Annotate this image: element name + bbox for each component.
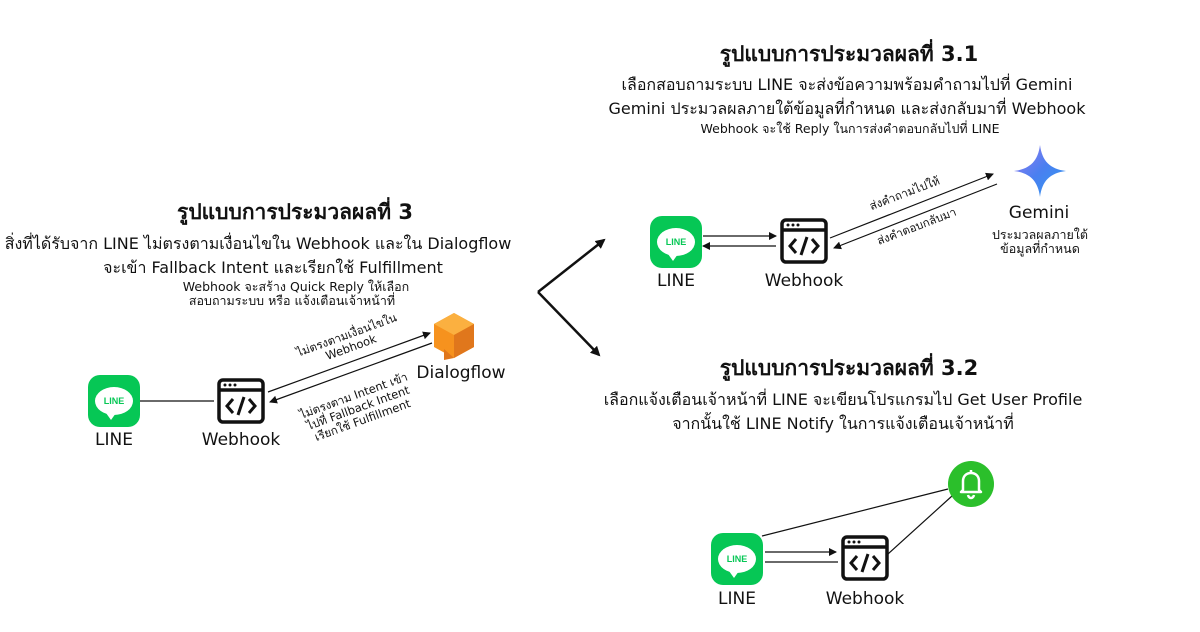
bottom-title: รูปแบบการประมวลผลที่ 3.2	[719, 356, 979, 380]
left-small-line2: สอบถามระบบ หรือ แจ้งเตือนเจ้าหน้าที่	[188, 293, 396, 308]
left-title: รูปแบบการประมวลผลที่ 3	[177, 200, 413, 224]
top-webhook-label: Webhook	[764, 271, 844, 291]
top-small-line: Webhook จะใช้ Reply ในการส่งคำตอบกลับไปท…	[700, 121, 1000, 136]
gemini-sparkle-icon	[1014, 145, 1066, 197]
dialogflow-icon	[434, 313, 474, 360]
left-webhook-icon	[217, 378, 265, 424]
top-return-label: ส่งคำตอบกลับมา	[875, 205, 958, 248]
left-webhook-label: Webhook	[201, 430, 281, 450]
bell-icon	[948, 461, 994, 507]
top-desc-line2: Gemini ประมวลผลภายใต้ข้อมูลที่กำหนด และส…	[608, 99, 1086, 118]
top-title: รูปแบบการประมวลผลที่ 3.1	[719, 42, 979, 66]
left-line-label: LINE	[95, 430, 133, 450]
dialogflow-label: Dialogflow	[416, 363, 506, 383]
bottom-line-label: LINE	[718, 589, 756, 609]
bottom-webhook-to-bell	[887, 495, 953, 555]
top-line-label: LINE	[657, 271, 695, 291]
top-gemini-to-webhook	[833, 183, 998, 250]
top-webhook-to-gemini	[829, 172, 994, 239]
bottom-line-to-bell	[761, 488, 949, 537]
left-small-line1: Webhook จะสร้าง Quick Reply ให้เลือก	[182, 279, 410, 294]
left-dialogflow-to-webhook	[269, 342, 433, 404]
top-webhook-icon	[780, 218, 828, 264]
gemini-note-line2: ข้อมูลที่กำหนด	[1000, 241, 1080, 256]
bottom-desc-line2: จากนั้นใช้ LINE Notify ในการแจ้งเตือนเจ้…	[672, 414, 1014, 433]
bottom-line-icon: LINE	[711, 533, 763, 585]
gemini-label: Gemini	[1008, 203, 1070, 223]
branch-arrow-up	[537, 238, 606, 293]
left-webhook-to-dialogflow	[267, 331, 431, 393]
left-desc-line2: จะเข้า Fallback Intent และเรียกใช้ Fulfi…	[103, 258, 443, 277]
branch-arrow-down	[537, 291, 601, 357]
bottom-webhook-icon	[841, 535, 889, 581]
top-send-label: ส่งคำถามไปให้	[867, 173, 941, 213]
left-line-icon: LINE	[88, 375, 140, 427]
gemini-note-line1: ประมวลผลภายใต้	[991, 227, 1089, 242]
bottom-webhook-label: Webhook	[825, 589, 905, 609]
bottom-desc-line1: เลือกแจ้งเตือนเจ้าหน้าที่ LINE จะเขียนโป…	[603, 390, 1083, 409]
left-desc-line1: สิ่งที่ได้รับจาก LINE ไม่ตรงตามเงื่อนไขใ…	[4, 234, 512, 253]
top-line-icon: LINE	[650, 216, 702, 268]
top-desc-line1: เลือกสอบถามระบบ LINE จะส่งข้อความพร้อมคำ…	[621, 75, 1073, 94]
